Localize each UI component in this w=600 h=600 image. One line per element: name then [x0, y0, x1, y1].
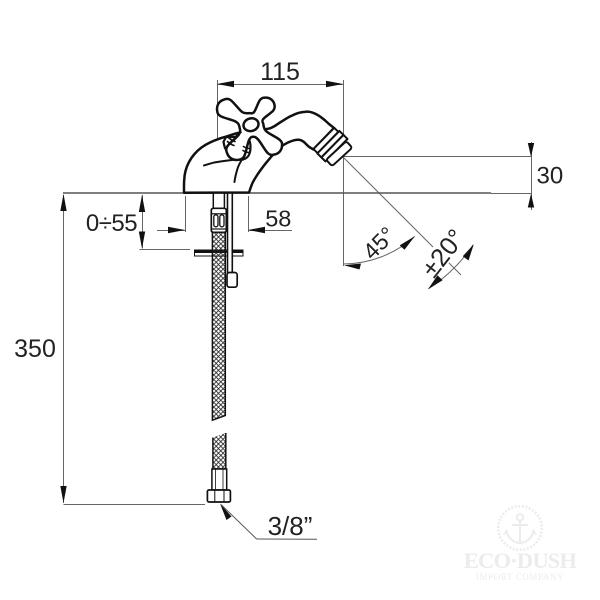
svg-text:IMPORT COMPANY: IMPORT COMPANY [476, 572, 564, 582]
svg-text:3/8”: 3/8” [268, 511, 313, 541]
svg-text:45°: 45° [358, 222, 401, 265]
svg-text:±20°: ±20° [417, 224, 471, 283]
svg-text:ECO·DUSH: ECO·DUSH [464, 548, 578, 573]
svg-text:30: 30 [537, 163, 564, 190]
svg-text:115: 115 [260, 58, 300, 86]
svg-text:0÷55: 0÷55 [86, 210, 137, 237]
svg-text:350: 350 [14, 335, 56, 363]
svg-text:58: 58 [265, 206, 291, 232]
